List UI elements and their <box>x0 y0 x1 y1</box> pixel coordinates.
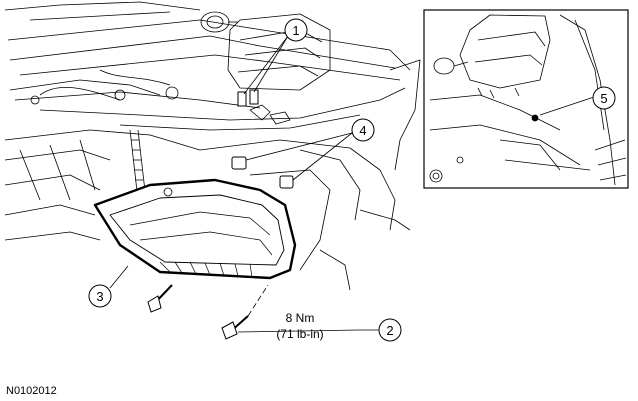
torque-value: 8 Nm <box>286 311 315 325</box>
electrical-connectors <box>231 89 294 189</box>
callout-4-label: 4 <box>359 123 366 138</box>
callout-1-label: 1 <box>292 23 299 38</box>
callout-4-leader-a <box>245 132 353 161</box>
headlamp-connector-right <box>279 175 294 189</box>
callout-1-leader-b <box>253 35 289 93</box>
callout-1: 1 <box>284 18 308 42</box>
headlamp-connector-left <box>231 156 247 170</box>
callout-2: 2 <box>358 318 402 342</box>
hood-connector-b <box>249 89 259 105</box>
engine-bay-illustration <box>4 1 421 291</box>
bolt-upper <box>147 284 173 313</box>
hood-connector-a <box>237 91 247 107</box>
callout-4: 4 <box>351 118 375 142</box>
callout-5-label: 5 <box>600 91 607 106</box>
callout-3-label: 3 <box>96 289 103 304</box>
callout-4-leader-b <box>292 132 353 181</box>
figure-code: N0102012 <box>6 385 57 397</box>
callout-3: 3 <box>88 284 112 308</box>
bolt-lower <box>221 315 249 340</box>
callout-1-leader-a <box>243 35 289 95</box>
callout-3-leader <box>109 265 129 289</box>
headlamp-assembly <box>93 178 297 280</box>
callout-5: 5 <box>592 86 616 110</box>
bolt-lower-guide-line <box>247 284 269 317</box>
callout-2-label: 2 <box>386 323 393 338</box>
callout-leaders <box>109 35 359 333</box>
callout-5-leader <box>539 96 595 116</box>
callout-2-leader <box>237 329 359 333</box>
torque-imperial: (71 lb-in) <box>276 327 323 341</box>
